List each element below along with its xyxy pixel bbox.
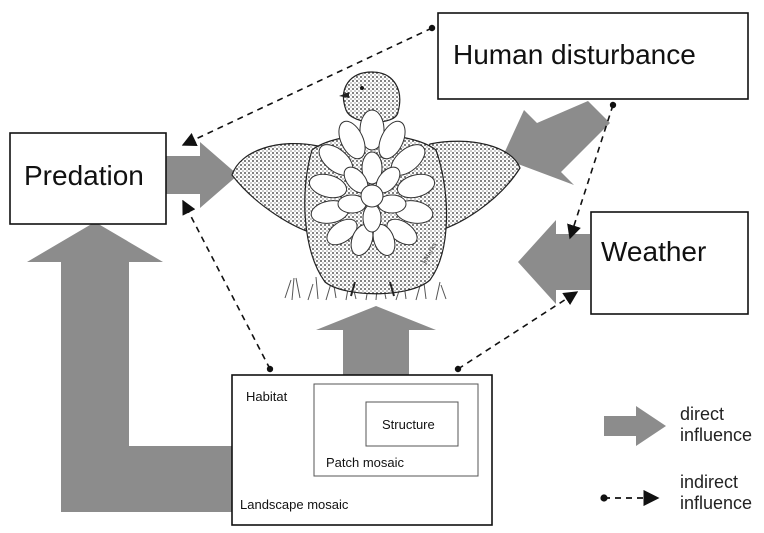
- legend-direct-line2: influence: [680, 425, 753, 445]
- legend-indirect-label: indirect influence: [680, 472, 752, 514]
- legend-direct-arrow-icon: [604, 406, 666, 446]
- legend-direct-line1: direct: [680, 404, 725, 424]
- grouse-illustration: [231, 71, 521, 301]
- patch-mosaic-label: Patch mosaic: [326, 455, 405, 470]
- habitat-label: Habitat: [246, 389, 288, 404]
- indirect-arrow-human-to-predation: [181, 24, 436, 147]
- landscape-mosaic-label: Landscape mosaic: [240, 497, 349, 512]
- indirect-arrow-human-to-weather: [567, 101, 617, 240]
- structure-box: [365, 401, 459, 447]
- human-disturbance-box: [437, 12, 749, 100]
- weather-box: [590, 211, 749, 315]
- direct-arrow-weather-to-bird: [518, 220, 590, 304]
- direct-arrow-predation-to-bird: [166, 142, 238, 208]
- direct-arrow-habitat-to-bird: [316, 306, 436, 378]
- weather-label: Weather: [601, 236, 707, 267]
- legend-direct-label: direct influence: [680, 404, 752, 446]
- indirect-arrow-habitat-to-predation: [182, 199, 274, 373]
- direct-arrow-human-to-bird: [502, 101, 610, 185]
- structure-label: Structure: [382, 417, 435, 432]
- legend-indirect-line1: indirect: [680, 472, 739, 492]
- human-disturbance-label: Human disturbance: [453, 39, 696, 70]
- predation-label: Predation: [24, 160, 144, 191]
- indirect-arrow-habitat-to-weather: [454, 291, 579, 373]
- direct-arrow-habitat-to-predation: [27, 222, 232, 512]
- legend-indirect-line2: influence: [680, 493, 753, 513]
- predation-box: [9, 132, 167, 225]
